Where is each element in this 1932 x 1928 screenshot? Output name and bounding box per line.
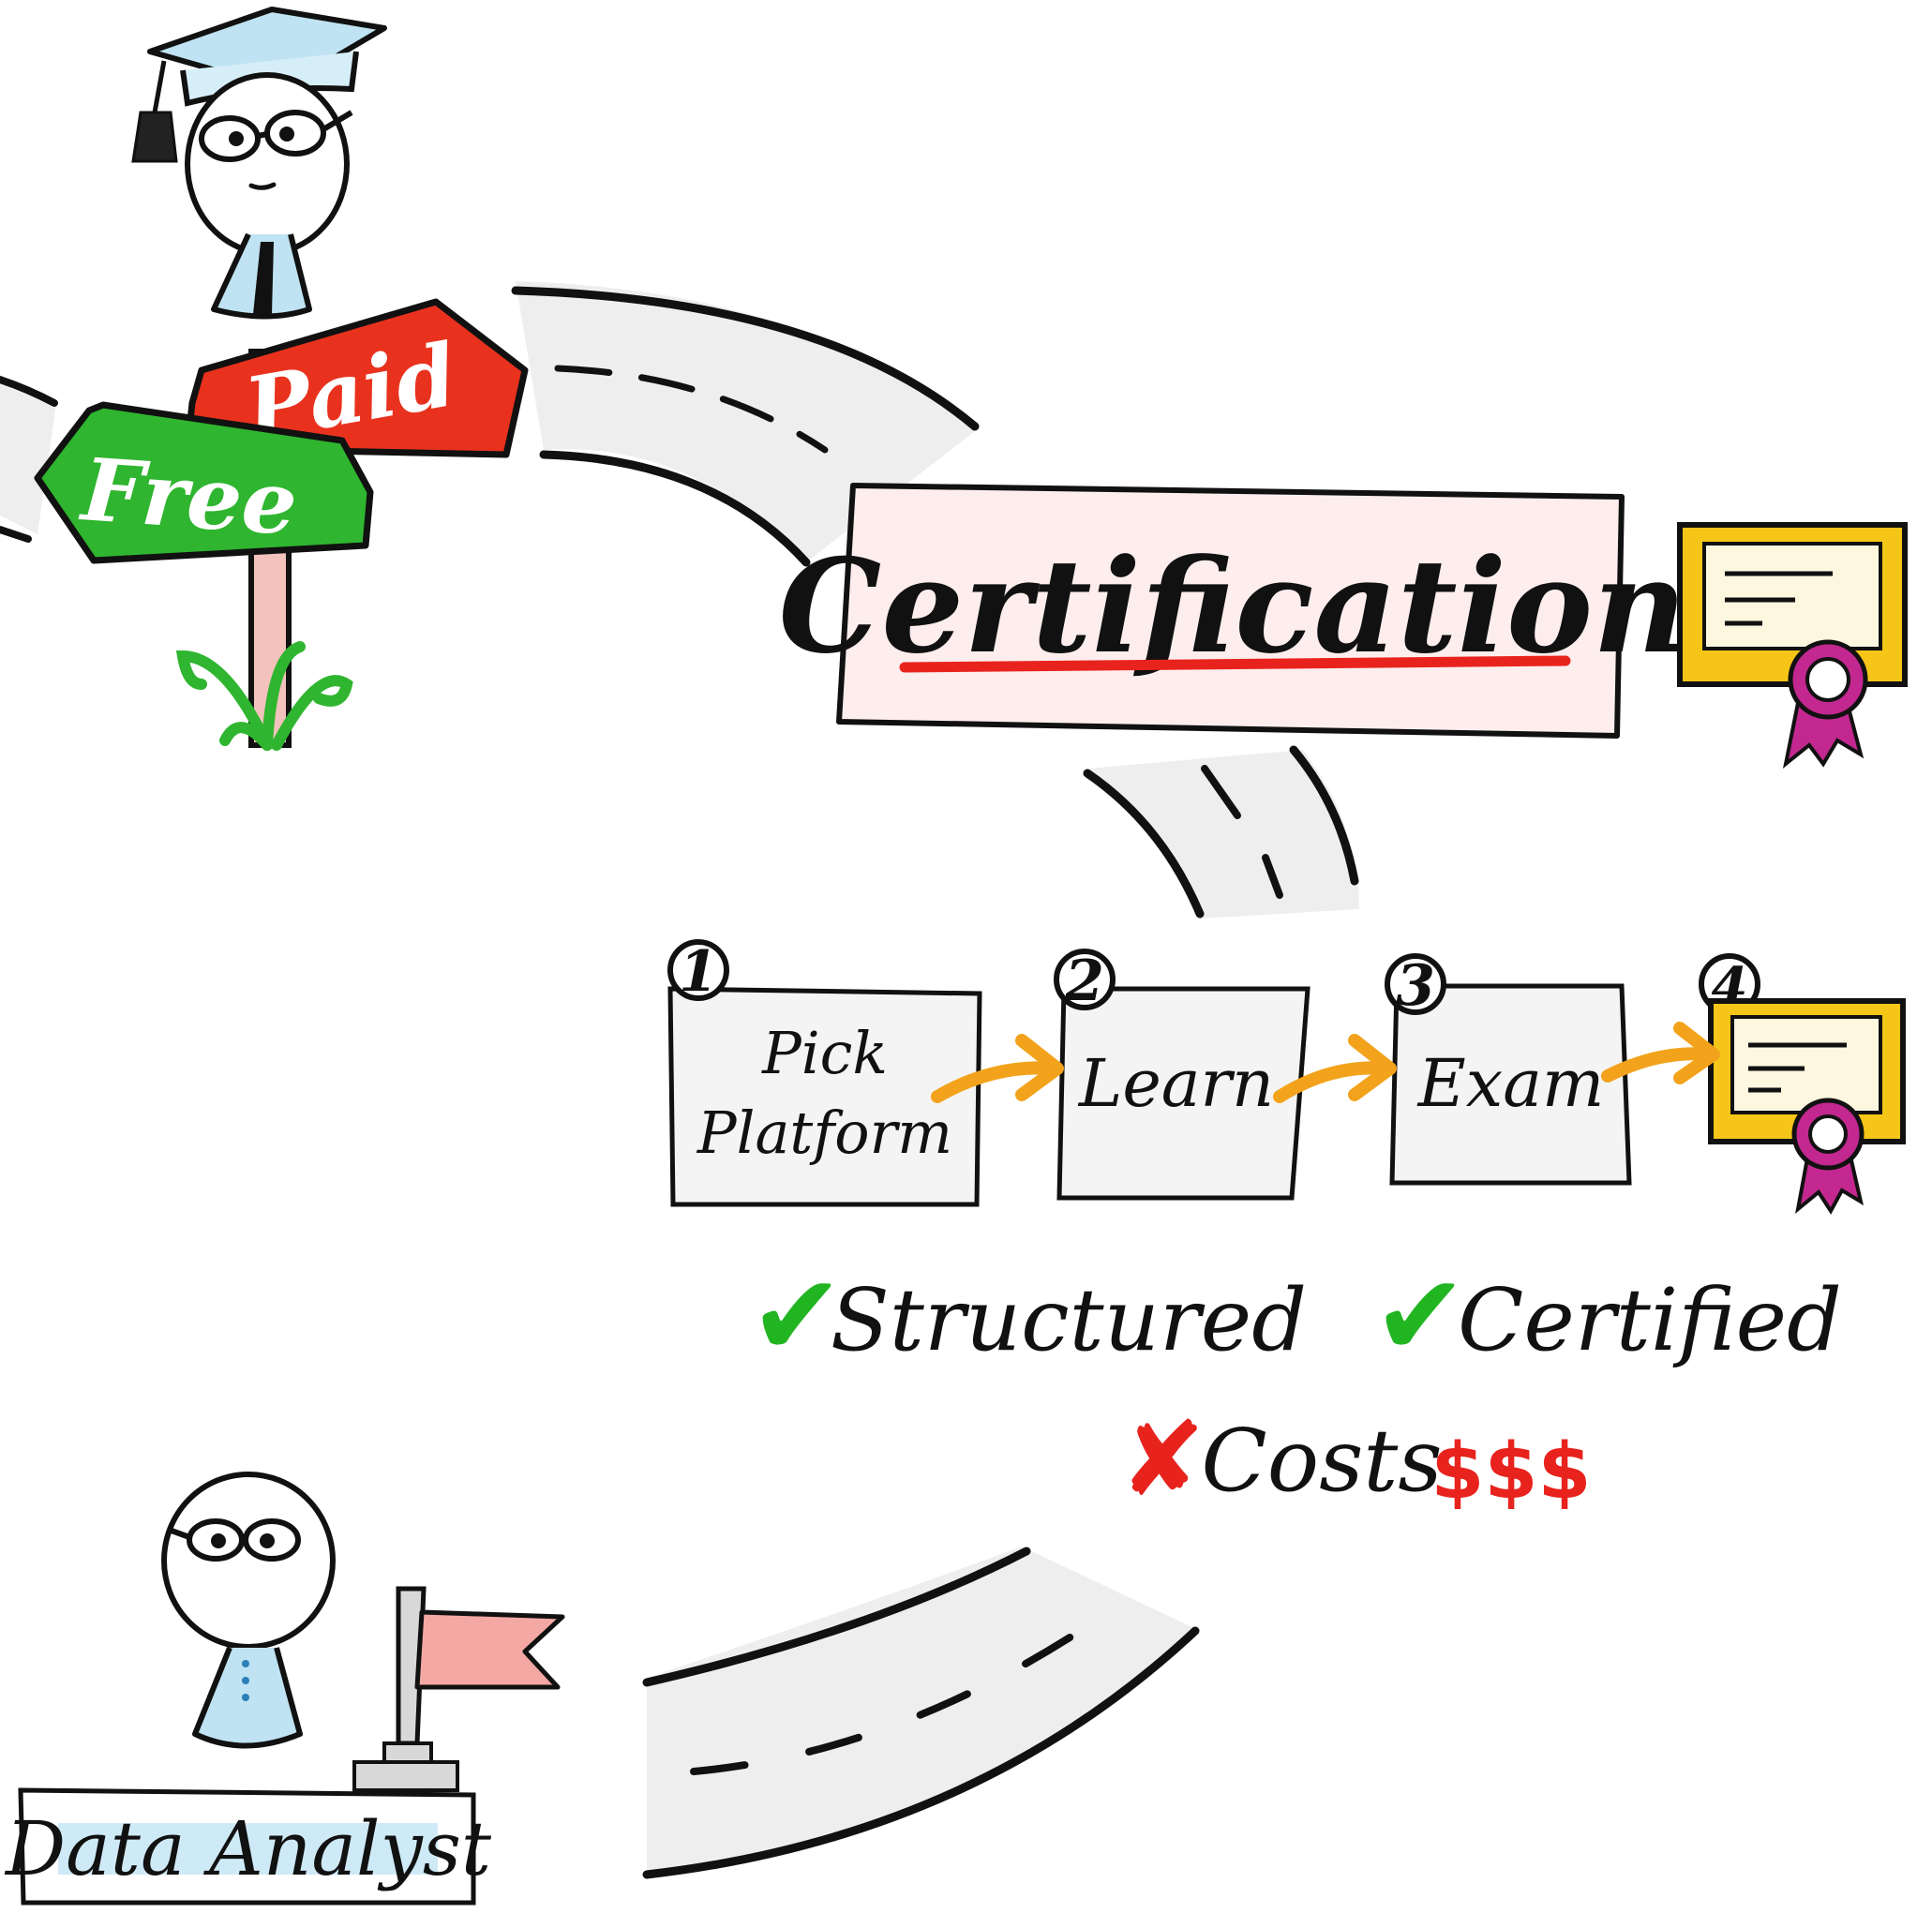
road-bottom <box>642 1547 1200 1879</box>
road-left <box>0 375 58 543</box>
check-icon: ✔ <box>1373 1251 1468 1382</box>
step-3: 3 Exam <box>1385 953 1632 1186</box>
check-icon: ✔ <box>750 1251 845 1382</box>
free-sign-label: Free <box>76 439 300 555</box>
con-costs-label: Costs <box>1201 1411 1442 1511</box>
glasses-icon <box>167 1518 301 1562</box>
graduate-figure <box>131 7 387 320</box>
certification-title-box: Certification <box>779 483 1686 739</box>
step-3-number: 3 <box>1396 953 1435 1019</box>
data-analyst-label: Data Analyst <box>4 1805 492 1892</box>
tie-icon <box>253 242 274 314</box>
cross-icon: ✘ <box>1119 1399 1206 1519</box>
glasses-icon <box>199 110 353 162</box>
free-sign: Free <box>34 401 374 564</box>
arrow-2-to-3 <box>1273 1034 1397 1103</box>
grass-icon <box>175 641 353 751</box>
certificate-icon <box>1677 522 1908 769</box>
data-analyst-box: Data Analyst <box>4 1787 492 1906</box>
pro-certified: ✔ Certified <box>1373 1251 1842 1382</box>
step-1-label-line1: Pick <box>761 1019 888 1087</box>
step-2-label: Learn <box>1077 1045 1274 1122</box>
pro-certified-label: Certified <box>1458 1270 1842 1370</box>
step-2: 2 Learn <box>1054 949 1310 1201</box>
signpost: Paid Free <box>34 298 529 751</box>
arrow-1-to-2 <box>931 1034 1064 1103</box>
costs-dollars: $$$ <box>1430 1427 1591 1517</box>
road-middle <box>1083 745 1359 919</box>
step-4: 4 <box>1699 953 1906 1215</box>
step-1-label-line2: Platform <box>696 1099 952 1167</box>
pro-structured-label: Structured <box>831 1270 1307 1370</box>
step-4-certificate-icon <box>1708 998 1906 1215</box>
step-3-label: Exam <box>1416 1045 1605 1122</box>
step-1: 1 Pick Platform <box>667 939 982 1207</box>
analyst-head <box>161 1472 336 1650</box>
arrow-3-to-4 <box>1601 1022 1720 1084</box>
con-costs: ✘ Costs $$$ <box>1119 1399 1592 1519</box>
step-2-number: 2 <box>1064 949 1104 1014</box>
flag-icon <box>352 1586 565 1792</box>
title-underline <box>899 655 1571 673</box>
step-1-number: 1 <box>679 939 718 1005</box>
pro-structured: ✔ Structured <box>750 1251 1307 1382</box>
analyst-figure <box>161 1472 336 1749</box>
graduate-head <box>185 72 350 256</box>
